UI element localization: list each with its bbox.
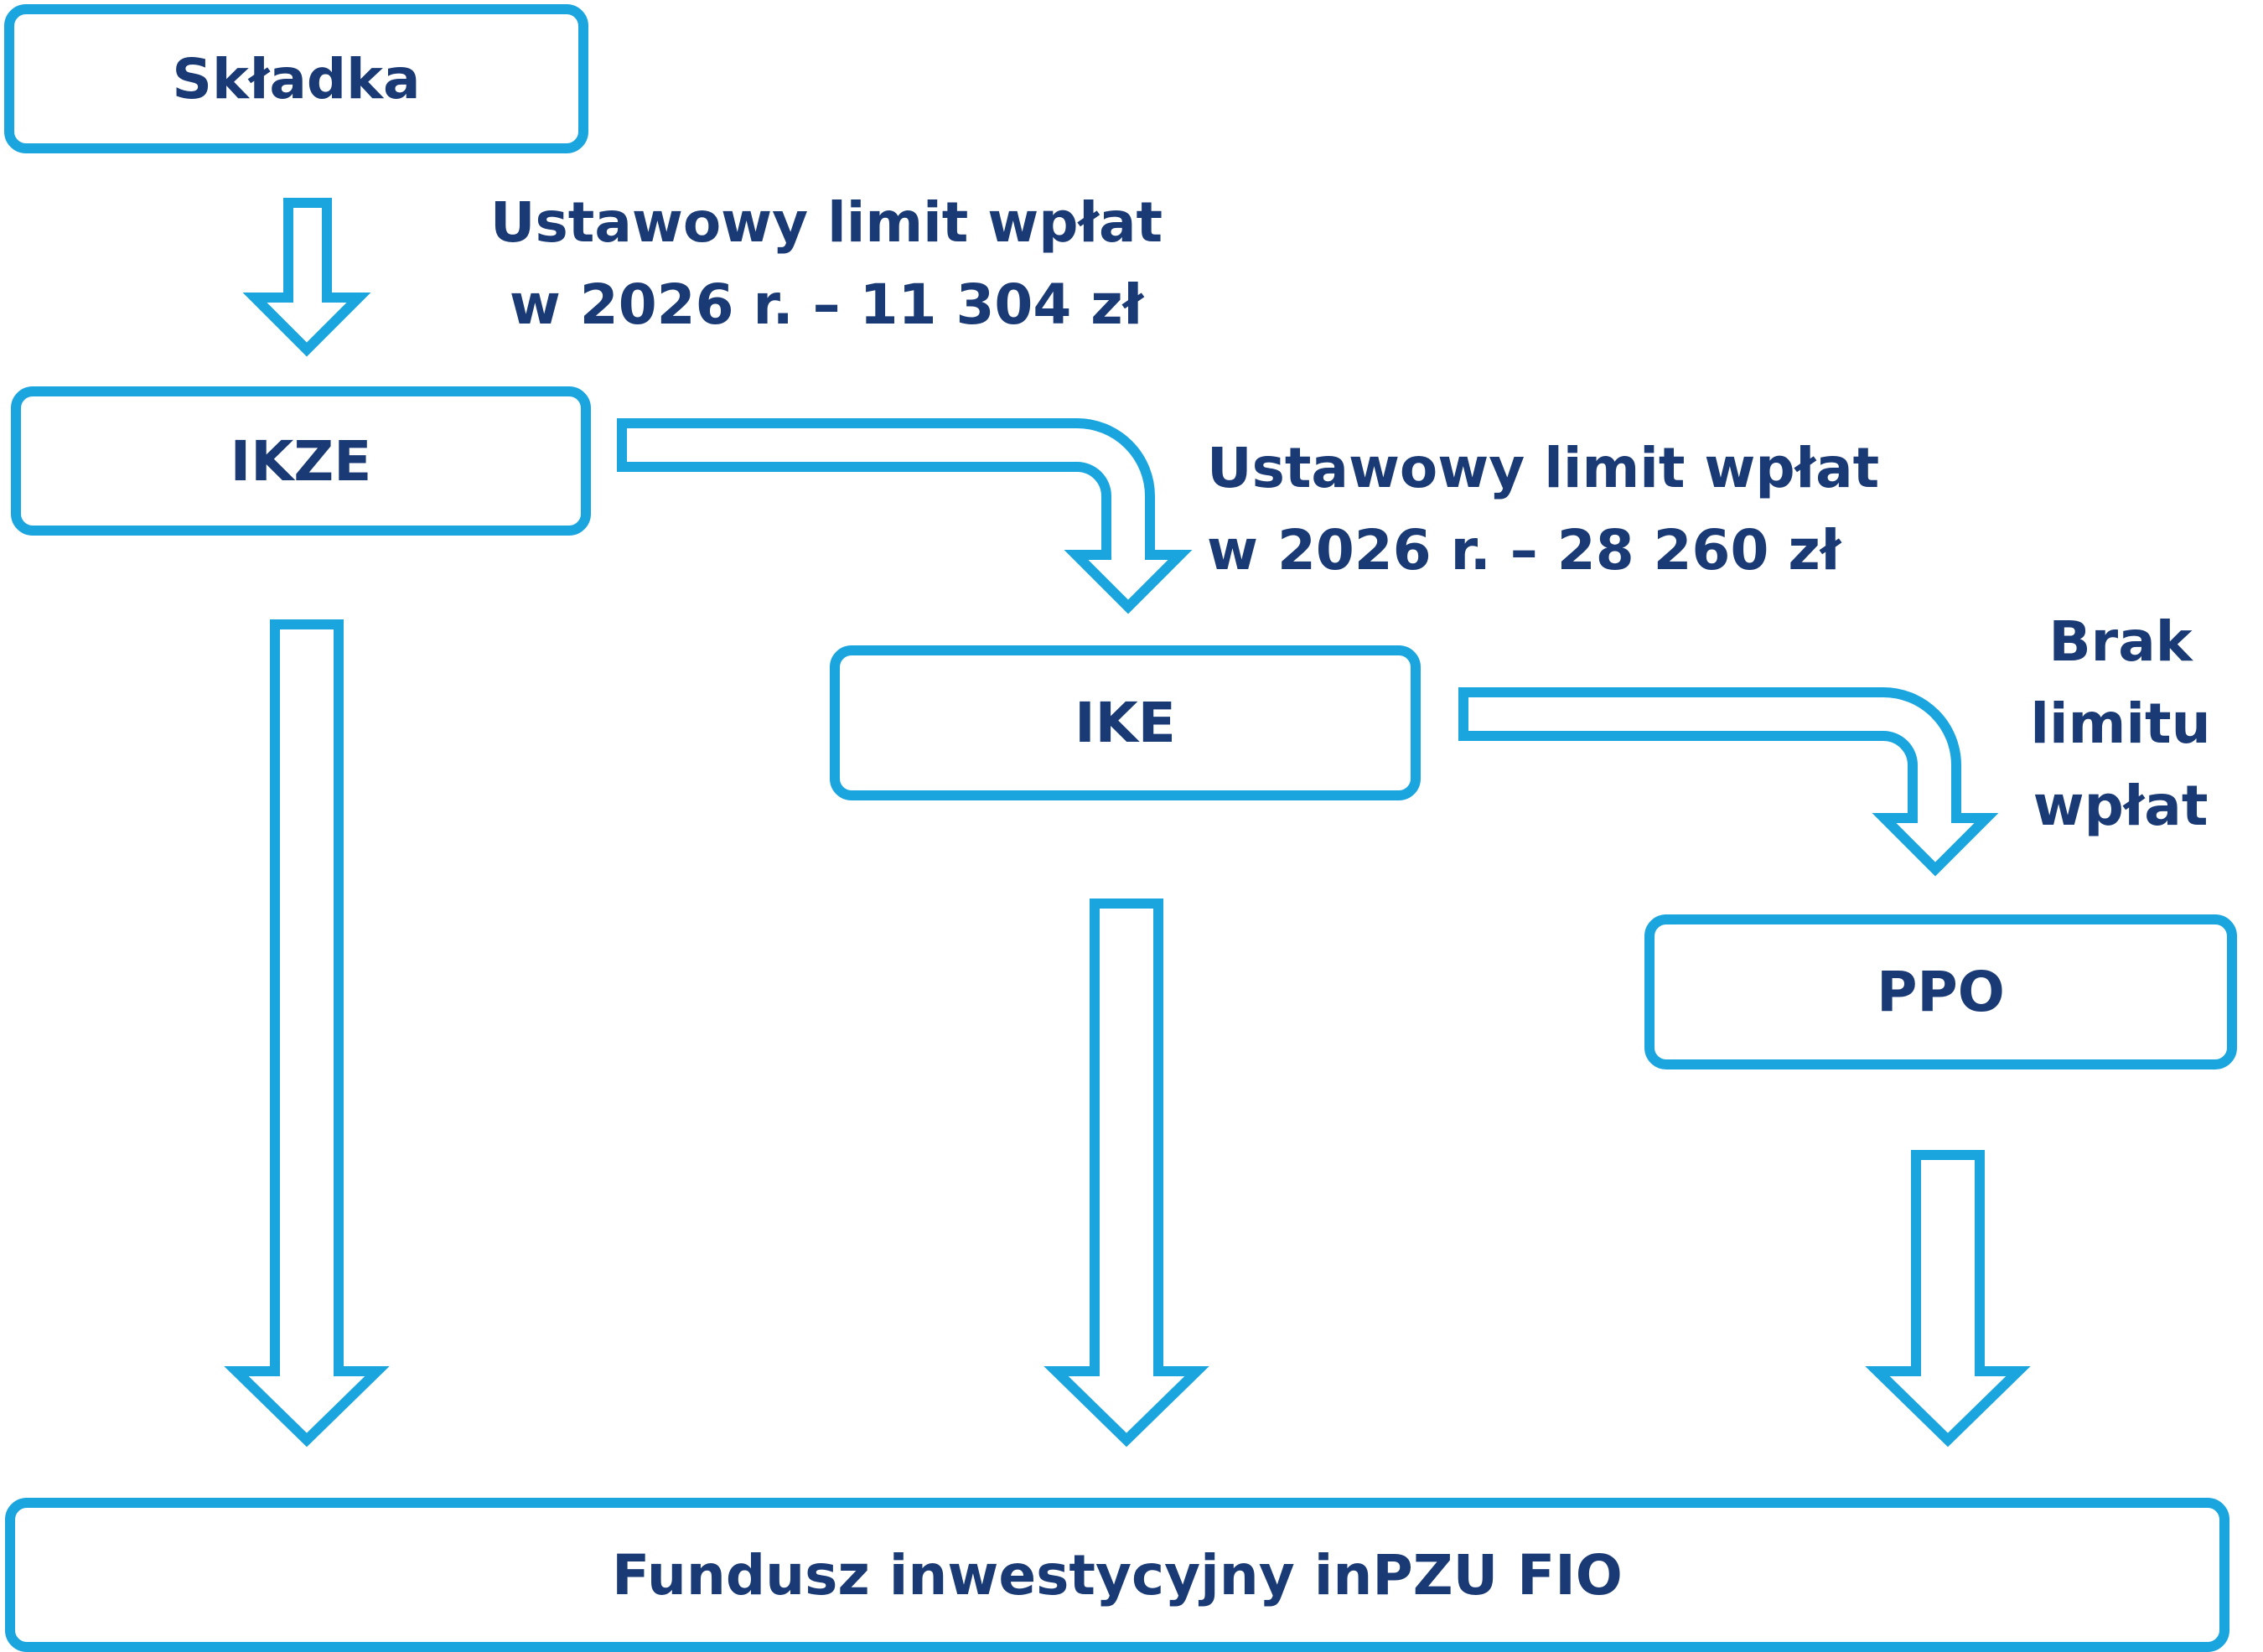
box-fund: Fundusz inwestycyjny inPZU FIO (5, 1498, 2229, 1652)
note-ike-limit-line1: Ustawowy limit wpłat (1207, 436, 1880, 500)
box-ikze-label: IKZE (230, 428, 372, 494)
arrow-ikze-to-ike (617, 418, 1193, 614)
note-ikze-limit: Ustawowy limit wpłat w 2026 r. – 11 304 … (483, 182, 1170, 346)
box-ikze: IKZE (11, 386, 591, 536)
arrow-ppo-to-fund (1865, 1150, 2031, 1447)
box-ppo-label: PPO (1877, 960, 2005, 1024)
box-skladka: Składka (4, 4, 588, 153)
note-ikze-limit-line1: Ustawowy limit wpłat (489, 190, 1163, 255)
box-ike: IKE (830, 645, 1421, 800)
note-ppo-limit-line3: wpłat (2033, 774, 2209, 838)
arrow-ike-to-ppo (1458, 687, 1999, 877)
box-skladka-label: Składka (172, 46, 421, 111)
note-ppo-limit: Brak limitu wpłat (1986, 601, 2255, 847)
arrow-ikze-to-fund (224, 619, 390, 1447)
arrow-skladka-to-ikze (242, 198, 371, 357)
note-ikze-limit-line2: w 2026 r. – 11 304 zł (509, 272, 1144, 337)
arrow-ike-to-fund (1043, 899, 1209, 1447)
note-ike-limit: Ustawowy limit wpłat w 2026 r. – 28 260 … (1207, 427, 1911, 592)
note-ppo-limit-line2: limitu (2030, 691, 2211, 756)
box-ppo: PPO (1644, 914, 2237, 1069)
note-ppo-limit-line1: Brak (2048, 609, 2193, 674)
box-ike-label: IKE (1075, 691, 1176, 755)
box-fund-label: Fundusz inwestycyjny inPZU FIO (612, 1542, 1623, 1608)
note-ike-limit-line2: w 2026 r. – 28 260 zł (1207, 518, 1841, 583)
